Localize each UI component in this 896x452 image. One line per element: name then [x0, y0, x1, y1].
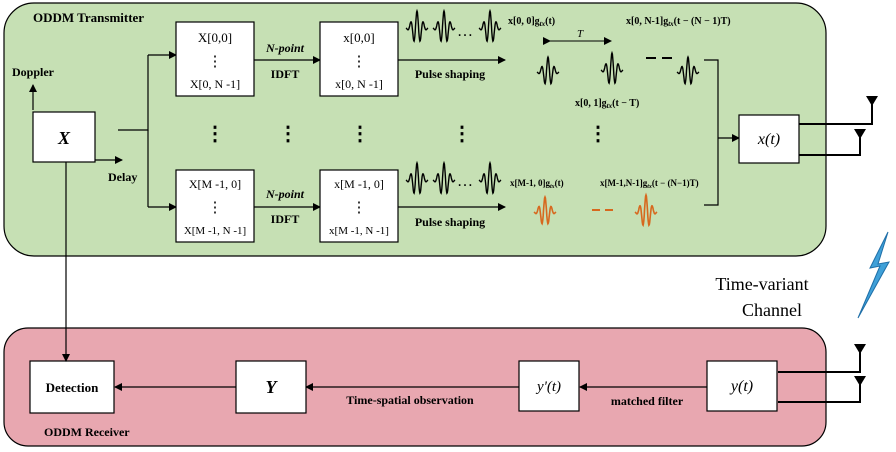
receiver-title: ODDM Receiver — [44, 425, 130, 439]
signal-yprime: y'(t) — [535, 379, 561, 395]
x-out-row0-bottom: x[0, N -1] — [335, 77, 383, 91]
rows-vdots: ⋮ — [278, 123, 298, 145]
antenna-icon — [854, 129, 866, 139]
wave-label-m-last: x[M-1,N-1]gtx(t − (N−1)T) — [600, 178, 699, 190]
antenna-icon — [854, 376, 866, 386]
rx-feed-1 — [778, 352, 861, 373]
pulse-wave-icon — [478, 160, 502, 195]
matched-filter-label: matched filter — [611, 394, 684, 408]
x-out-rowm-block — [319, 169, 399, 243]
delay-label: Delay — [108, 170, 137, 184]
shifted-pulse-wave-icon — [634, 192, 658, 228]
channel-line1: Time-variant — [715, 274, 808, 294]
rows-vdots: ⋮ — [350, 123, 370, 145]
idft-bottom-line1: N-point — [265, 187, 305, 201]
sum-line-top — [704, 59, 719, 126]
wave-label-last: x[0, N-1]gtx(t − (N − 1)T) — [626, 16, 731, 28]
transmitter-title: ODDM Transmitter — [33, 10, 144, 25]
x-row0-top: X[0,0] — [198, 30, 232, 45]
idft-top-line2: IDFT — [271, 67, 300, 81]
observation-label: Time-spatial observation — [346, 393, 474, 407]
x-rowm-block — [175, 169, 255, 243]
antenna-icon — [866, 96, 878, 106]
lightning-icon — [857, 231, 890, 319]
period-label: T — [577, 28, 584, 40]
pulse-wave-icon — [405, 160, 429, 195]
antenna-icon — [854, 344, 866, 354]
shifted-pulses-top — [536, 50, 700, 86]
shifted-pulse-wave-icon — [536, 55, 560, 86]
x-out-row0-vdots: ⋮ — [352, 54, 367, 70]
x-row0-bottom: X[0, N -1] — [190, 77, 240, 91]
pulse-top-label: Pulse shaping — [415, 67, 485, 81]
x-rowm-vdots: ⋮ — [208, 200, 223, 216]
idft-top-line1: N-point — [265, 41, 305, 55]
rows-vdots: ⋮ — [452, 123, 472, 145]
x-out-rowm-bottom: x[M -1, N -1] — [329, 225, 389, 237]
shifted-pulse-wave-icon — [533, 194, 557, 226]
pulse-wave-icon — [405, 8, 429, 43]
rows-vdots: ⋮ — [205, 123, 225, 145]
detection-block — [29, 360, 115, 414]
pulse-shaping-waves-bottom — [405, 160, 502, 195]
shifted-pulses-bottom — [533, 192, 658, 228]
x-out-rowm-vdots: ⋮ — [352, 200, 367, 216]
signal-yt: y(t) — [729, 378, 753, 395]
symbol-y: Y — [266, 377, 279, 397]
x-out-row0-block — [319, 21, 399, 97]
pulse-bottom-label: Pulse shaping — [415, 215, 485, 229]
pulse-wave-icon — [478, 8, 502, 43]
sum-line-bottom — [704, 150, 719, 206]
channel-line2: Channel — [742, 300, 802, 320]
pulse-wave-icon — [432, 160, 456, 195]
signal-yprime-block — [518, 360, 580, 412]
tx-feed-1 — [799, 104, 873, 125]
input-symbol-block — [32, 111, 96, 163]
wave-label-second: x[0, 1]gtx(t − T) — [575, 98, 639, 110]
doppler-label: Doppler — [12, 65, 55, 79]
pulse-wave-icon — [432, 8, 456, 43]
detection-label: Detection — [46, 380, 99, 395]
tx-feed-2 — [799, 137, 861, 156]
pulse-shaping-waves-top — [405, 8, 502, 43]
idft-bottom-line2: IDFT — [271, 212, 300, 226]
x-row0-vdots: ⋮ — [208, 54, 223, 70]
shifted-pulse-wave-icon — [600, 50, 624, 85]
x-out-row0-top: x[0,0] — [343, 30, 374, 45]
pulse-top-hdots: … — [457, 23, 473, 40]
signal-xt-block — [738, 114, 800, 164]
wave-label-first: x[0, 0]gtx(t) — [508, 16, 555, 28]
rx-feed-2 — [778, 384, 861, 403]
rows-vdots: ⋮ — [588, 123, 608, 145]
symbol-y-block — [235, 360, 307, 414]
x-rowm-bottom: X[M -1, N -1] — [184, 225, 246, 237]
input-symbol: X — [57, 128, 71, 148]
x-out-rowm-top: x[M -1, 0] — [334, 177, 384, 191]
shifted-pulse-wave-icon — [676, 55, 700, 86]
x-rowm-top: X[M -1, 0] — [189, 177, 241, 191]
pulse-bottom-hdots: … — [457, 173, 473, 190]
signal-xt: x(t) — [757, 131, 780, 148]
x-row0-block — [175, 21, 255, 97]
signal-yt-block — [706, 360, 778, 412]
